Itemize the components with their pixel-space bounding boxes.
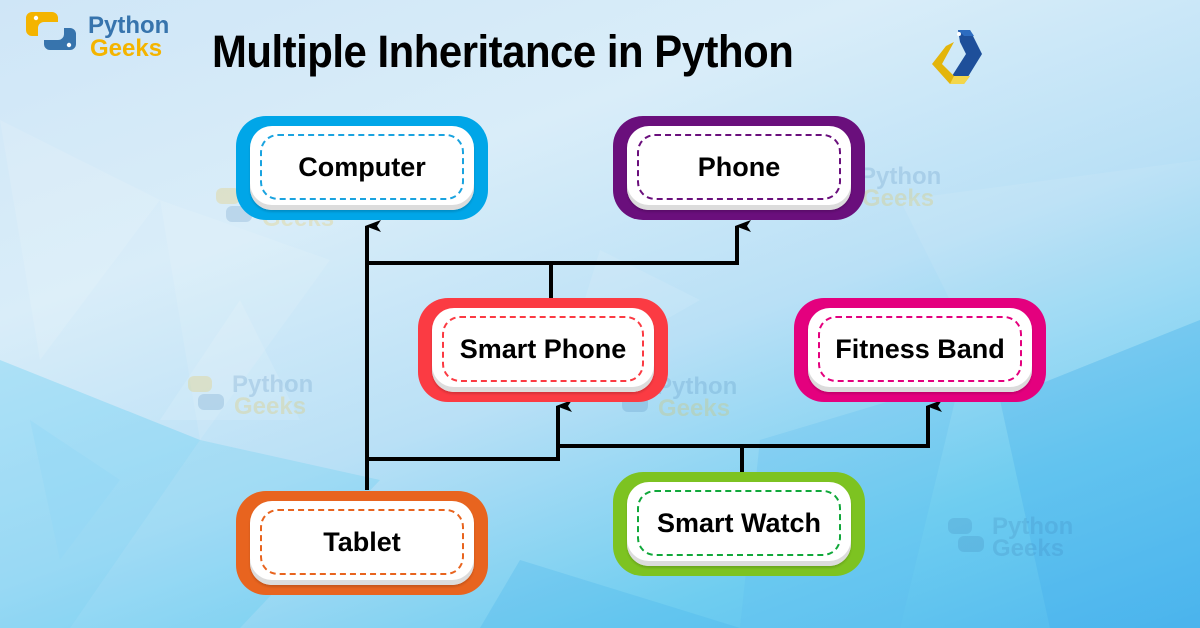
page-title: Multiple Inheritance in Python <box>212 26 794 77</box>
node-label: Smart Phone <box>459 333 627 364</box>
node-label: Computer <box>298 151 426 182</box>
python-logo-icon <box>26 12 76 50</box>
python-logo-icon <box>188 376 224 410</box>
python-geeks-emblem-icon <box>932 30 982 84</box>
node-tablet[interactable]: Tablet <box>236 491 488 595</box>
node-label: Tablet <box>323 526 401 557</box>
brand-name-line2: Geeks <box>90 35 163 62</box>
python-logo-icon <box>216 188 252 222</box>
node-label: Fitness Band <box>835 333 1005 364</box>
node-fitness-band[interactable]: Fitness Band <box>794 298 1046 402</box>
node-smart-phone[interactable]: Smart Phone <box>418 298 668 402</box>
node-smart-watch[interactable]: Smart Watch <box>613 472 865 576</box>
node-phone[interactable]: Phone <box>613 116 865 220</box>
brand-logo: Python Geeks <box>26 8 170 62</box>
brand-name-line1: Python <box>88 12 170 39</box>
node-computer[interactable]: Computer <box>236 116 488 220</box>
node-label: Smart Watch <box>656 507 822 538</box>
python-logo-icon <box>948 518 984 552</box>
node-label: Phone <box>697 151 781 182</box>
